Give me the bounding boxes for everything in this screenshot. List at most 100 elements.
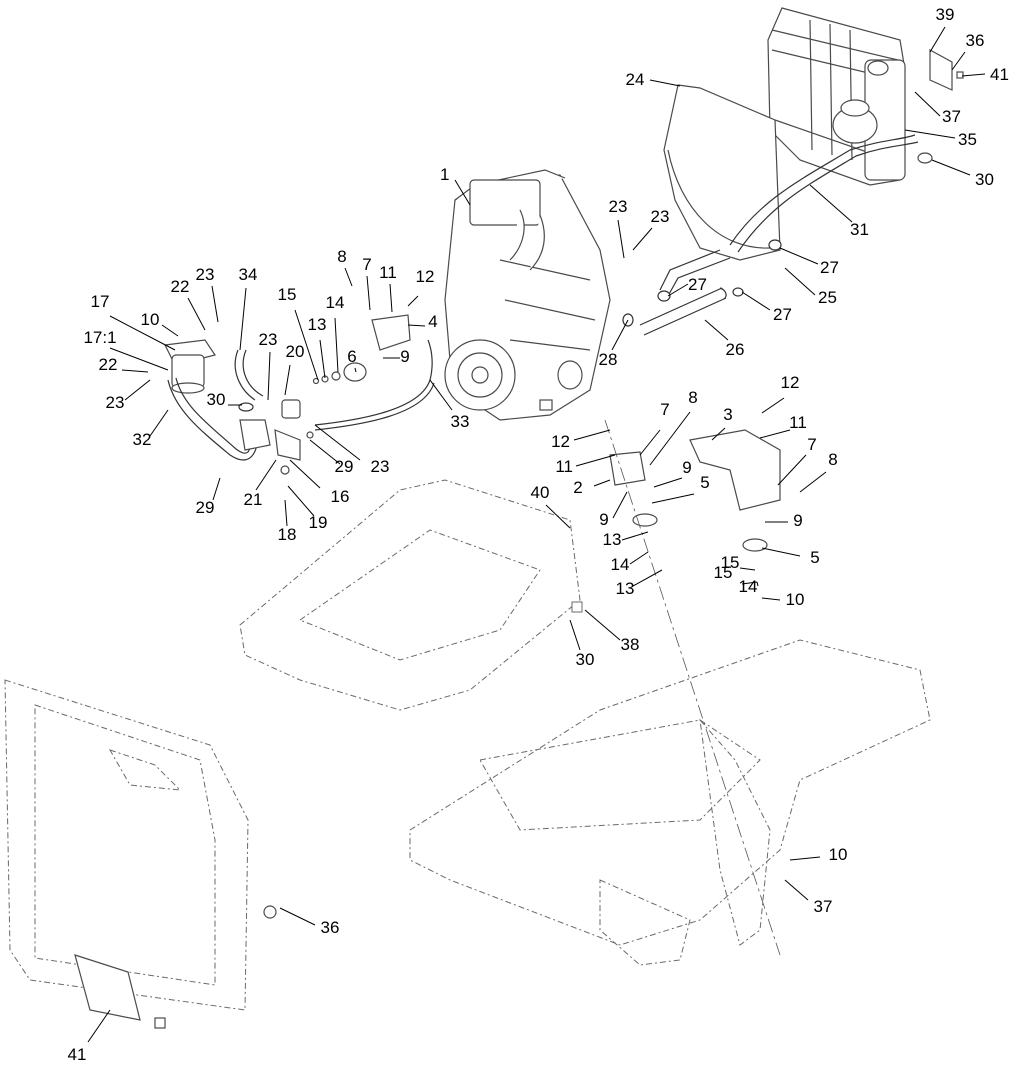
callout-label: 40 — [531, 483, 550, 502]
engine-mount-brackets — [604, 419, 781, 956]
callout-label: 7 — [660, 400, 669, 419]
leader-line — [961, 73, 986, 77]
leader-line — [741, 291, 771, 311]
leader-line — [407, 324, 426, 327]
bracket-36-lower — [74, 905, 277, 1029]
callout-label: 31 — [850, 220, 869, 239]
leader-line — [161, 324, 179, 337]
leader-line — [617, 219, 625, 259]
callout-label: 23 — [609, 197, 628, 216]
callout-label: 37 — [942, 107, 961, 126]
callout-label: 17 — [91, 292, 110, 311]
leader-line — [739, 567, 756, 571]
callout-label: 11 — [555, 457, 573, 476]
callout-label: 23 — [651, 207, 670, 226]
leader-line — [621, 531, 649, 541]
leader-line — [741, 581, 758, 585]
callout-label: 23 — [106, 393, 125, 412]
callout-label: 10 — [141, 310, 160, 329]
callout-label: 23 — [259, 330, 278, 349]
callout-label: 32 — [133, 430, 152, 449]
callout-label: 34 — [239, 265, 258, 284]
callout-label: 9 — [599, 510, 608, 529]
callout-label: 14 — [326, 293, 345, 312]
leader-line — [309, 439, 341, 465]
callout-label: 20 — [286, 342, 305, 361]
callout-label: 41 — [990, 65, 1009, 84]
leader-line — [279, 907, 316, 926]
callout-label: 10 — [786, 590, 805, 609]
leader-line — [653, 477, 683, 488]
leader-line — [284, 499, 288, 527]
leader-line — [914, 91, 941, 117]
bracket-39-36 — [929, 48, 964, 91]
callout-label: 2 — [573, 478, 582, 497]
callout-label: 15 — [714, 563, 733, 582]
leader-line — [255, 459, 277, 491]
leader-line — [649, 79, 681, 87]
callout-label: 12 — [416, 267, 435, 286]
leader-line — [611, 319, 629, 351]
leader-line — [593, 479, 611, 487]
leader-line — [632, 569, 663, 587]
leader-line — [109, 315, 176, 351]
engine — [444, 169, 611, 421]
leader-line — [354, 367, 357, 373]
leader-line — [366, 275, 371, 311]
callout-label: 22 — [171, 277, 190, 296]
callout-label: 30 — [207, 390, 226, 409]
callout-label: 9 — [400, 347, 409, 366]
callout-label: 23 — [196, 265, 215, 284]
leader-line — [211, 285, 219, 323]
callout-label: 41 — [68, 1045, 87, 1064]
callout-label: 8 — [688, 388, 697, 407]
leader-line — [334, 317, 339, 373]
leader-line — [239, 287, 247, 351]
leader-line — [454, 179, 471, 206]
callout-label: 14 — [611, 555, 630, 574]
callout-label: 16 — [331, 487, 350, 506]
callout-label: 8 — [337, 247, 346, 266]
callout-label: 37 — [814, 897, 833, 916]
leader-line — [87, 1009, 111, 1043]
callout-label: 28 — [599, 350, 618, 369]
leader-line — [545, 504, 571, 529]
engine-mount-4-6 — [312, 314, 411, 385]
leader-line — [314, 424, 361, 461]
leader-line — [573, 429, 611, 441]
leader-line — [649, 411, 691, 466]
callout-label: 27 — [773, 305, 792, 324]
leader-line — [569, 619, 581, 651]
leader-line — [124, 379, 151, 401]
callout-label: 24 — [626, 70, 645, 89]
leader-line — [575, 454, 616, 467]
leader-line — [344, 267, 353, 287]
leader-line — [149, 409, 169, 437]
callout-label: 6 — [347, 347, 356, 366]
callout-label: 35 — [958, 130, 977, 149]
callout-label: 39 — [936, 5, 955, 24]
callout-label: 29 — [335, 457, 354, 476]
leader-line — [711, 427, 726, 441]
leader-line — [212, 477, 221, 501]
leader-line — [904, 129, 956, 139]
leader-line — [284, 364, 291, 396]
leader-line — [632, 227, 653, 251]
leader-line — [809, 184, 853, 223]
callout-label: 38 — [621, 635, 640, 654]
leader-line — [777, 454, 807, 486]
leader-line — [931, 159, 971, 176]
callout-label: 30 — [576, 650, 595, 669]
leader-line — [629, 551, 649, 565]
leader-line — [389, 283, 393, 313]
radiator-assembly — [767, 7, 933, 186]
leader-line — [294, 309, 319, 381]
leader-line — [761, 597, 781, 601]
callout-label: 11 — [789, 413, 807, 432]
callout-label: 33 — [451, 412, 470, 431]
leader-line — [756, 581, 759, 587]
leader-line — [407, 295, 419, 307]
callout-label: 8 — [828, 450, 837, 469]
